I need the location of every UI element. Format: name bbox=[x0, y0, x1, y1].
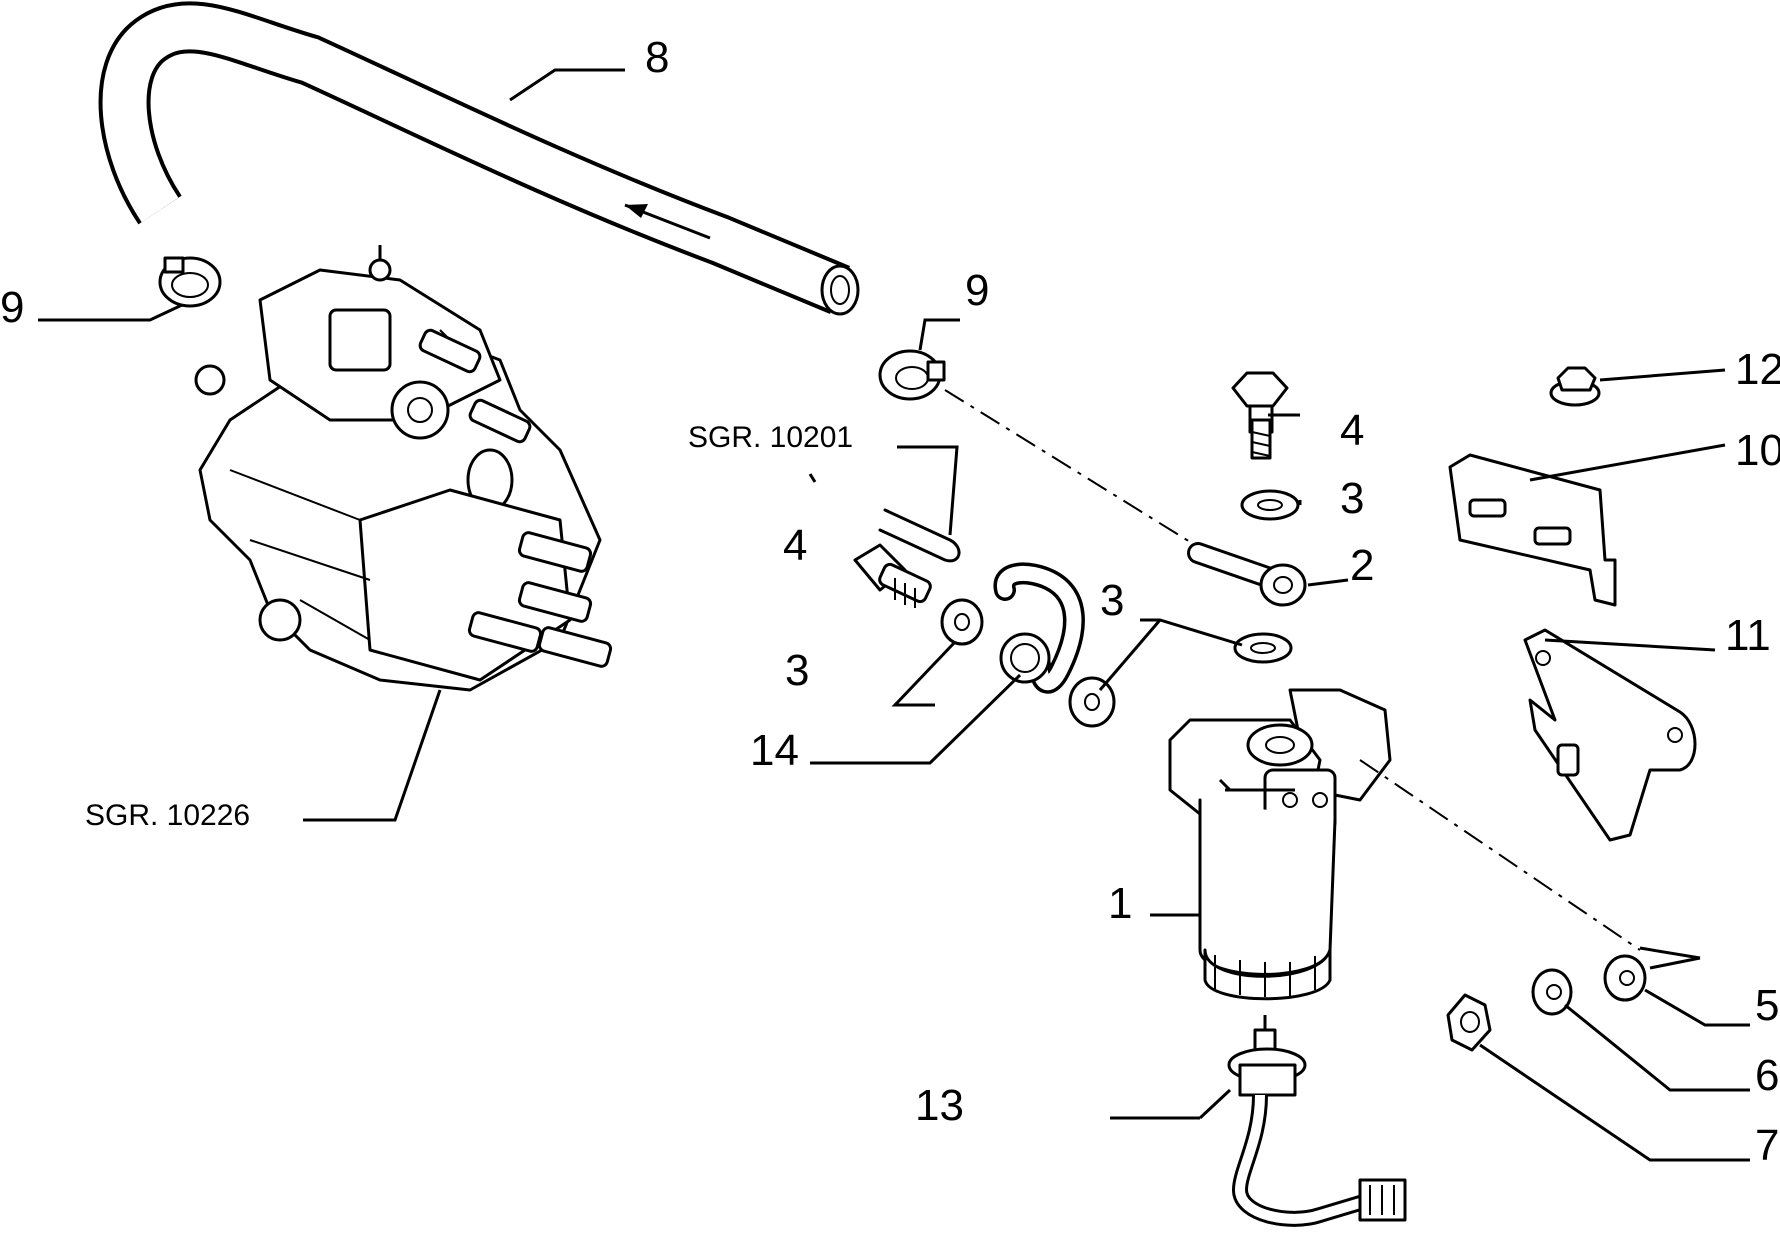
callout-7: 7 bbox=[1755, 1121, 1779, 1170]
pin-part bbox=[878, 508, 961, 563]
bracket-part-10 bbox=[1448, 453, 1617, 607]
callout-14: 14 bbox=[750, 726, 799, 775]
callout-3-top: 3 bbox=[1340, 474, 1364, 523]
washer-part-6 bbox=[1531, 968, 1573, 1016]
callout-13: 13 bbox=[915, 1081, 964, 1130]
hollow-bolt-part-4-right bbox=[1231, 371, 1289, 460]
hose-clamp-part-9-left bbox=[158, 256, 222, 308]
washer-part-3-lower bbox=[1233, 632, 1293, 664]
injection-pump-assembly bbox=[194, 245, 613, 692]
washer-part-5 bbox=[1603, 954, 1647, 1002]
fuel-hose-part-8 bbox=[98, 1, 860, 316]
callout-11: 11 bbox=[1725, 611, 1771, 660]
washer-part-3-left bbox=[940, 598, 984, 646]
callout-3-middle: 3 bbox=[1100, 576, 1124, 625]
callout-9-right: 9 bbox=[965, 266, 989, 315]
assembly-axis-line-lower bbox=[1359, 759, 1641, 951]
callout-6: 6 bbox=[1755, 1051, 1779, 1100]
callout-10: 10 bbox=[1735, 426, 1780, 475]
banjo-fitting-part-2 bbox=[1187, 542, 1307, 607]
callout-1: 1 bbox=[1108, 879, 1132, 928]
callout-9-left: 9 bbox=[0, 283, 24, 332]
bracket-part-11 bbox=[1523, 628, 1697, 842]
reference-sgr-10201: SGR. 10201 bbox=[688, 421, 853, 454]
callout-5: 5 bbox=[1755, 981, 1779, 1030]
callout-4-right: 4 bbox=[1340, 406, 1364, 455]
flange-nut-part-12 bbox=[1549, 366, 1601, 407]
nut-part-7 bbox=[1446, 993, 1492, 1052]
washer-part-3-top bbox=[1240, 489, 1300, 521]
callout-3-left: 3 bbox=[785, 646, 809, 695]
hose-clamp-part-9-right bbox=[878, 349, 946, 401]
washer-part-3-middle bbox=[1068, 676, 1116, 728]
assembly-axis-line-upper bbox=[944, 389, 1196, 546]
callout-2: 2 bbox=[1350, 541, 1374, 590]
fuel-filter-part-1 bbox=[1168, 688, 1392, 1001]
leader-lines bbox=[38, 68, 1750, 1162]
water-sensor-part-13 bbox=[1227, 1015, 1407, 1227]
callout-12: 12 bbox=[1735, 345, 1780, 394]
banjo-bolt-part-4-left bbox=[853, 543, 932, 608]
callout-4-left: 4 bbox=[783, 521, 807, 570]
fuel-pipe-part-14 bbox=[993, 562, 1085, 694]
reference-sgr-10226: SGR. 10226 bbox=[85, 799, 250, 832]
callout-8: 8 bbox=[645, 33, 669, 82]
